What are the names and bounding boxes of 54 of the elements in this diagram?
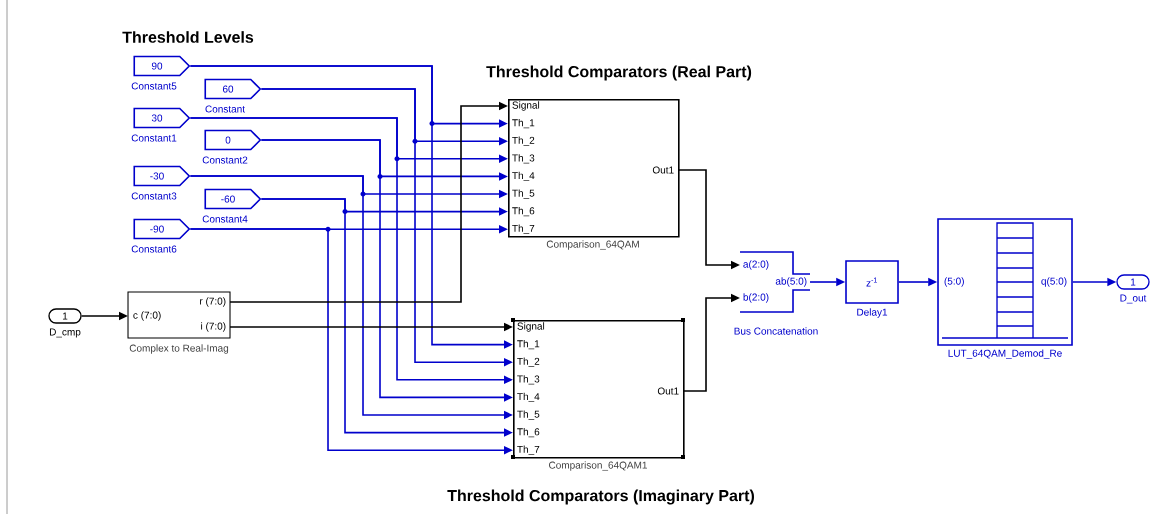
constant-block: -90 [133, 218, 191, 240]
port-label: Th_5 [512, 189, 535, 199]
port-label: Out1 [657, 387, 679, 395]
block-label: Comparison_64QAM [546, 240, 639, 250]
section-heading: Threshold Levels [122, 31, 254, 43]
port-label: Out1 [652, 166, 674, 174]
section-heading: Threshold Comparators (Imaginary Part) [447, 489, 754, 505]
port-label: q(5:0) [1041, 277, 1067, 287]
port-block: 1 [1116, 274, 1150, 290]
delay-block: z$^{-1}$ [845, 260, 899, 304]
port-label: Th_1 [512, 119, 535, 129]
block-label: Bus Concatenation [734, 327, 818, 335]
port-block: 1 [48, 308, 82, 324]
port-label: r (7:0) [200, 297, 226, 307]
port-label: Th_6 [517, 428, 540, 438]
section-heading: Threshold Comparators (Real Part) [486, 65, 752, 81]
constant-block: 60 [204, 78, 262, 100]
port-label: Th_7 [517, 445, 540, 455]
port-label: Th_7 [512, 224, 535, 234]
block-label: LUT_64QAM_Demod_Re [948, 349, 1062, 359]
block-label: Delay1 [857, 308, 888, 318]
block-label: D_out [1120, 294, 1147, 304]
port-label: i (7:0) [201, 322, 226, 332]
constant-block: 30 [133, 107, 191, 129]
constant-block: -30 [133, 165, 191, 187]
block-label: Constant1 [131, 134, 177, 142]
block-label: Constant4 [202, 215, 248, 223]
block-label: Constant5 [131, 82, 177, 90]
block-label: Complex to Real-Imag [129, 344, 229, 354]
port-label: Th_6 [512, 207, 535, 217]
port-label: (5:0) [944, 277, 964, 287]
port-label: Signal [512, 101, 540, 111]
port-label: a(2:0) [743, 260, 769, 270]
port-label: Th_3 [517, 375, 540, 385]
port-label: Th_2 [512, 136, 535, 146]
port-label: Th_1 [517, 340, 540, 350]
block-label: D_cmp [50, 328, 81, 338]
port-label: Th_3 [512, 154, 535, 164]
constant-block: -60 [204, 188, 262, 210]
block-label: Comparison_64QAM1 [549, 461, 647, 471]
port-label: Th_5 [517, 410, 540, 420]
block-label: Constant3 [131, 192, 177, 200]
port-label: Th_4 [517, 392, 540, 402]
port-label: b(2:0) [743, 293, 769, 303]
block-label: Constant [205, 105, 245, 113]
port-label: Th_4 [512, 171, 535, 181]
block-label: Constant2 [202, 156, 248, 164]
constant-block: 90 [133, 55, 191, 77]
port-label: ab(5:0) [775, 277, 807, 287]
port-label: c (7:0) [133, 311, 161, 321]
port-label: Th_2 [517, 357, 540, 367]
block-label: Constant6 [131, 245, 177, 253]
port-label: Signal [517, 322, 545, 332]
constant-block: 0 [204, 129, 262, 151]
